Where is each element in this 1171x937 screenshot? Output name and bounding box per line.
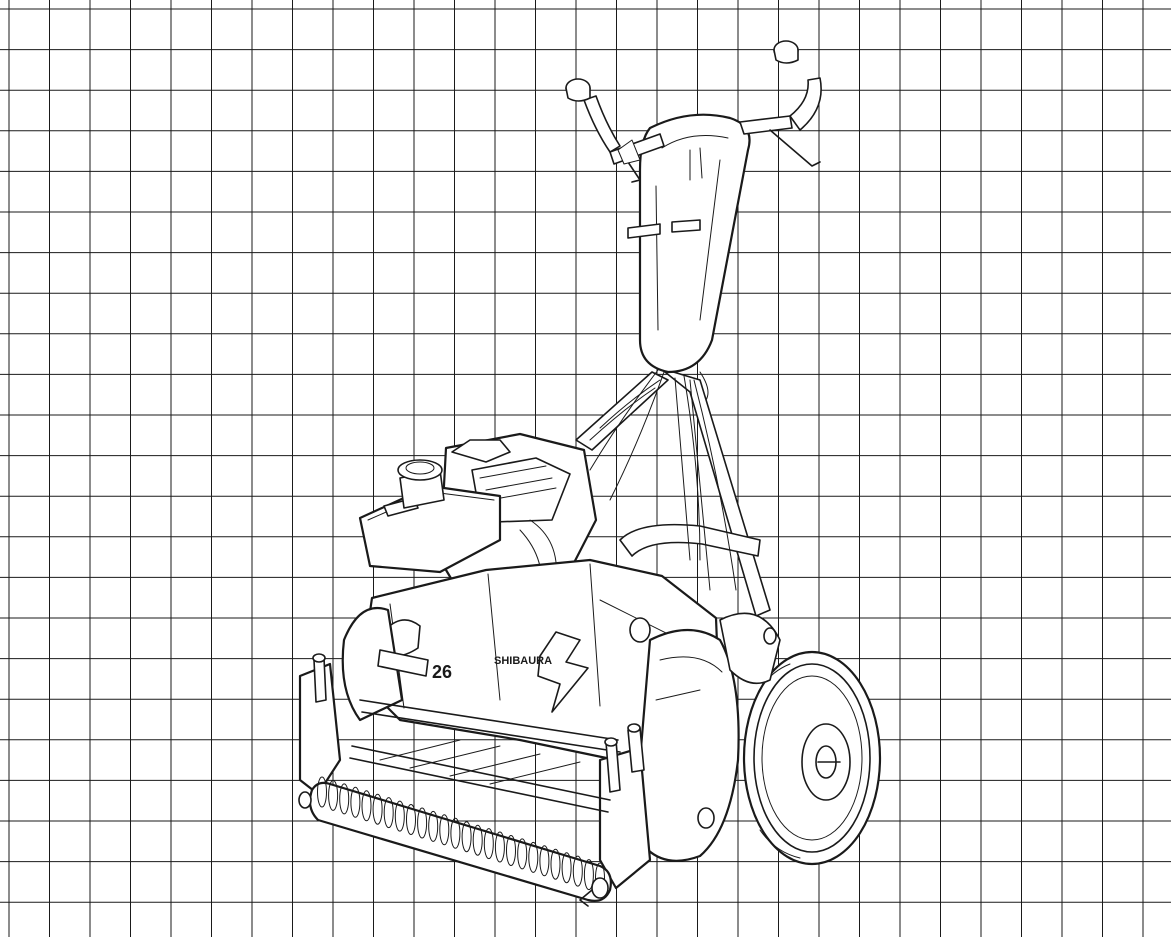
brand-decal: SHIBAURA xyxy=(494,631,589,713)
roller-groove xyxy=(339,783,350,815)
roller-groove xyxy=(450,817,461,849)
roller-groove xyxy=(494,831,505,863)
model-decal: 26 xyxy=(377,649,452,682)
rear-wheel xyxy=(742,650,882,866)
roller-groove xyxy=(572,855,583,887)
roller-groove xyxy=(583,859,594,891)
roller-groove xyxy=(528,841,539,873)
model-number-label: 26 xyxy=(432,662,452,682)
roller-groove xyxy=(417,807,428,839)
brand-label: SHIBAURA xyxy=(494,655,552,667)
roller-groove xyxy=(550,848,561,880)
roller-groove xyxy=(539,845,550,877)
roller-groove xyxy=(361,790,372,822)
roller-groove xyxy=(439,814,450,846)
roller-groove xyxy=(394,800,405,832)
roller-groove xyxy=(383,797,394,829)
fuel-tank xyxy=(358,459,502,574)
roller-groove xyxy=(317,776,327,808)
roller-groove xyxy=(350,786,361,818)
control-cables xyxy=(589,369,737,591)
handle-control-panel xyxy=(627,113,751,374)
handle-frame xyxy=(575,367,771,617)
roller-groove xyxy=(472,824,483,856)
roller-groove xyxy=(372,793,383,825)
roller-groove xyxy=(561,852,572,884)
drive-housing xyxy=(638,612,781,862)
roller-groove xyxy=(328,779,339,811)
roller-groove xyxy=(461,821,472,853)
front-roller xyxy=(298,776,612,907)
roller-groove xyxy=(517,838,528,870)
roller-groove xyxy=(483,828,494,860)
handlebar xyxy=(565,40,822,183)
roller-groove xyxy=(506,835,516,866)
roller-groove xyxy=(406,804,416,835)
roller-groove xyxy=(428,810,439,842)
cutting-unit-frame xyxy=(298,653,652,890)
